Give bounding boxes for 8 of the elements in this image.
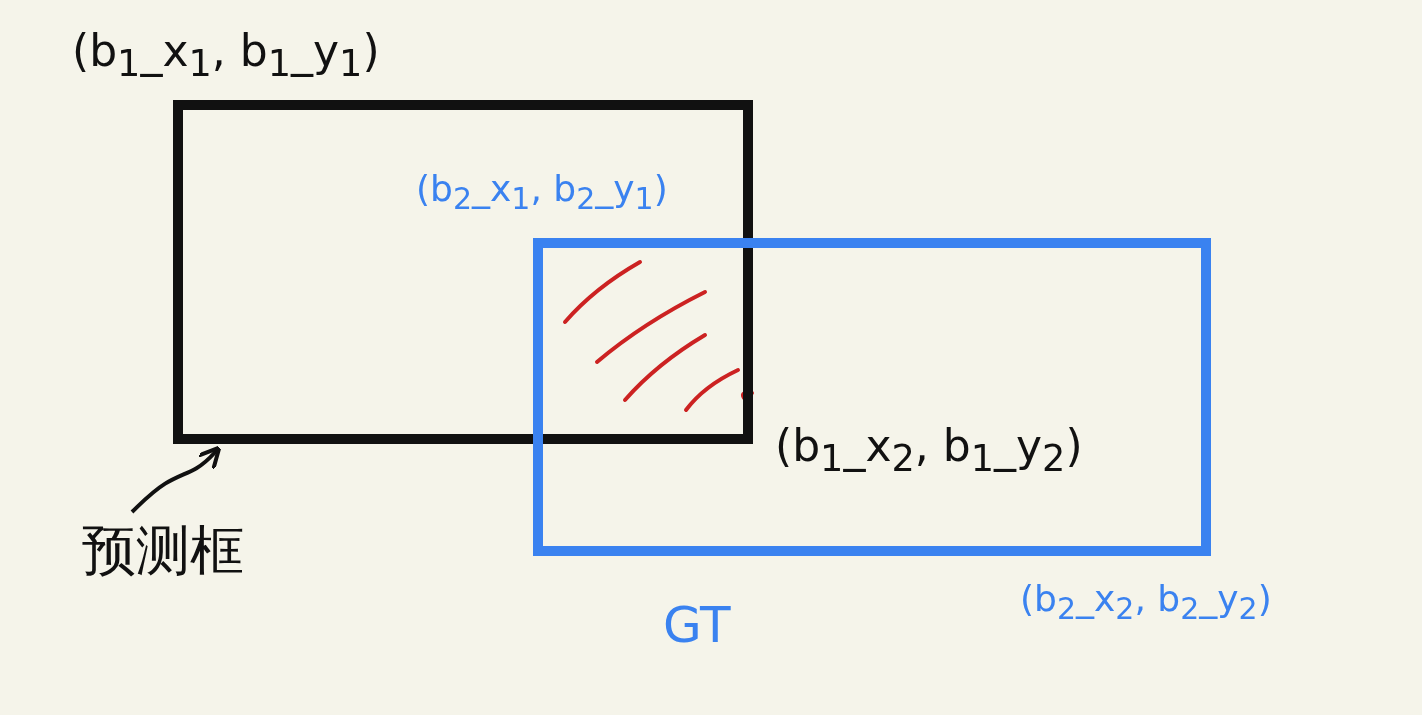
caption-text: 预测框 bbox=[82, 518, 244, 584]
predicted-box bbox=[173, 100, 753, 444]
arrow bbox=[130, 445, 222, 514]
coordinate-label: (b$_{1}$_x$_{1}$, b$_{1}$_y$_{1}$) bbox=[72, 25, 380, 85]
box-label: GT bbox=[663, 596, 731, 654]
coordinate-label: (b$_{1}$_x$_{2}$, b$_{1}$_y$_{2}$) bbox=[775, 420, 1083, 480]
coordinate-label: (b$_{2}$_x$_{1}$, b$_{2}$_y$_{1}$) bbox=[416, 168, 668, 217]
coordinate-label: (b$_{2}$_x$_{2}$, b$_{2}$_y$_{2}$) bbox=[1020, 578, 1272, 627]
